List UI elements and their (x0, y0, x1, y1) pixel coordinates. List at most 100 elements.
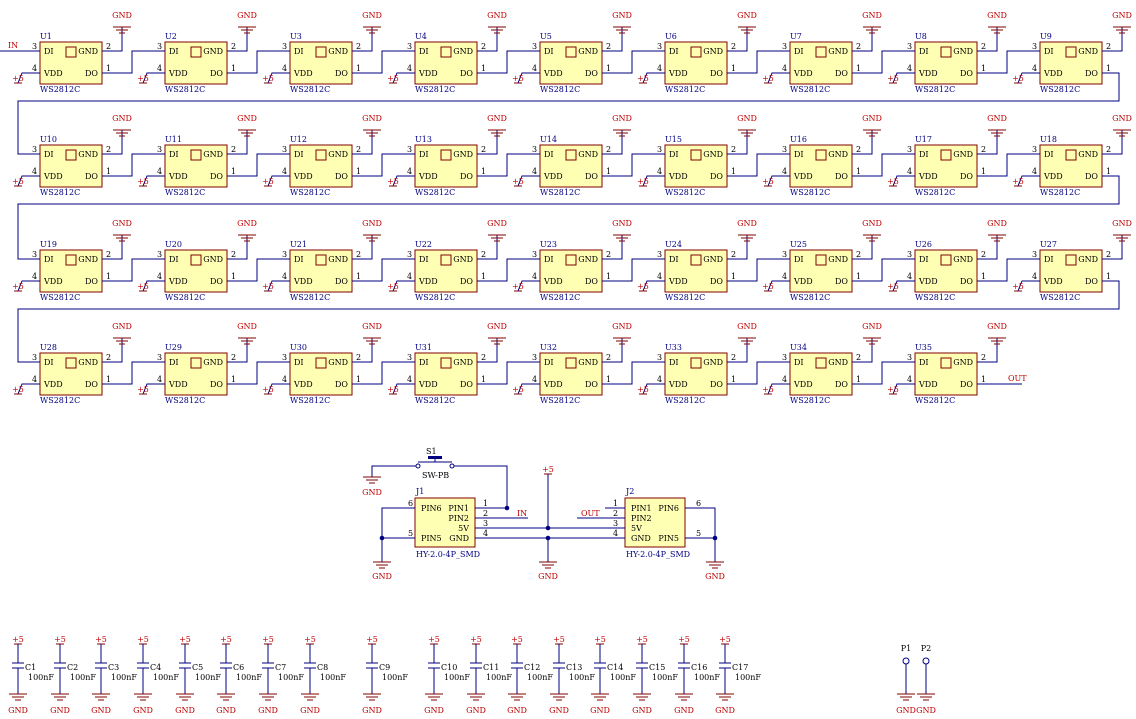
power-symbol: +5 (637, 74, 649, 84)
data-wire (987, 153, 1028, 177)
pin-number: 1 (356, 167, 361, 176)
led-body (289, 249, 353, 293)
pin-number: 2 (606, 250, 611, 259)
pin-label-vdd: VDD (543, 380, 563, 389)
power-symbol: +5 (387, 385, 399, 395)
pin-number: 2 (606, 353, 611, 362)
junction-dot (504, 505, 510, 511)
led-ref: U1 (40, 32, 52, 41)
pin-number: 3 (782, 353, 787, 362)
gnd-wire (612, 130, 623, 155)
pin-label-vdd: VDD (293, 277, 313, 286)
switch-part: SW-PB (422, 471, 449, 480)
led-part: WS2812C (290, 293, 330, 302)
led-body (539, 144, 603, 188)
pin-number: 4 (907, 272, 912, 281)
pin-number: 3 (407, 353, 412, 362)
ground-symbol: GND (8, 693, 28, 715)
led-body (789, 249, 853, 293)
data-wire (737, 361, 778, 385)
power-symbol: +5 (512, 177, 524, 187)
vdd-wire (1017, 175, 1028, 187)
pin-label-gnd: GND (78, 255, 98, 264)
capacitor-ref: C7 (275, 663, 286, 672)
pin-label-do: DO (460, 277, 473, 286)
power-label: +5 (54, 635, 66, 644)
net-label-in: IN (517, 509, 527, 518)
ground-label: GND (896, 706, 916, 715)
data-wire (612, 258, 653, 282)
pin-label-gnd: GND (453, 255, 473, 264)
net-label-in: IN (8, 41, 18, 50)
led-part: WS2812C (915, 293, 955, 302)
data-wire (237, 258, 278, 282)
pin-label-vdd: VDD (793, 172, 813, 181)
power-symbol: +5 (678, 635, 690, 645)
pin-label-di: DI (419, 47, 429, 56)
led-body (664, 144, 728, 188)
pin-label-do: DO (710, 277, 723, 286)
pin-number: 2 (481, 42, 486, 51)
gnd-wire (237, 27, 248, 52)
ground-label: GND (862, 219, 882, 228)
led-body (164, 144, 228, 188)
pin-label-gnd: GND (703, 150, 723, 159)
pin-number: 2 (981, 145, 986, 154)
vdd-wire (142, 72, 153, 84)
vdd-wire (267, 383, 278, 395)
vdd-wire (517, 72, 528, 84)
connector-pin-number: 3 (483, 519, 488, 528)
vdd-wire (767, 175, 778, 187)
pin-label-do: DO (1085, 277, 1098, 286)
vdd-wire (892, 383, 903, 395)
j1-shield-wire (381, 507, 395, 539)
pin-label-di: DI (419, 255, 429, 264)
power-label: +5 (12, 385, 24, 394)
ground-label: GND (112, 219, 132, 228)
led-part: WS2812C (915, 85, 955, 94)
led-part: WS2812C (915, 188, 955, 197)
connector-pin-label: PIN1 (631, 504, 652, 513)
led-body (539, 41, 603, 85)
power-symbol: +5 (304, 635, 316, 645)
pin-label-di: DI (794, 255, 804, 264)
led-ref: U18 (1040, 135, 1057, 144)
capacitor-value: 100nF (444, 673, 470, 682)
ground-label: GND (362, 11, 382, 20)
pin-label-gnd: GND (578, 255, 598, 264)
data-wire (737, 50, 778, 74)
power-label: +5 (12, 177, 24, 186)
pin-label-vdd: VDD (668, 277, 688, 286)
pin-number: 4 (532, 64, 537, 73)
ground-label: GND (674, 706, 694, 715)
gnd-wire (237, 235, 248, 260)
power-label: +5 (262, 177, 274, 186)
pin-number: 3 (1032, 250, 1037, 259)
pin-label-gnd: GND (953, 255, 973, 264)
led-ref: U34 (790, 343, 807, 352)
power-symbol: +5 (12, 282, 24, 292)
ground-label: GND (133, 706, 153, 715)
pin-number: 4 (657, 375, 662, 384)
pin-label-di: DI (669, 47, 679, 56)
power-label: +5 (262, 635, 274, 644)
pin-number: 4 (657, 272, 662, 281)
pin-number: 1 (731, 272, 736, 281)
ground-label: GND (112, 114, 132, 123)
ground-symbol: GND (50, 693, 70, 715)
led-ref: U10 (40, 135, 57, 144)
led-ref: U3 (290, 32, 302, 41)
vdd-wire (517, 175, 528, 187)
power-symbol: +5 (387, 74, 399, 84)
led-icon (815, 357, 827, 369)
pin-label-gnd: GND (453, 358, 473, 367)
gnd-wire (987, 235, 998, 260)
pin-label-vdd: VDD (43, 69, 63, 78)
gnd-wire (362, 338, 373, 363)
capacitor-value: 100nF (195, 673, 221, 682)
led-icon (940, 254, 952, 266)
